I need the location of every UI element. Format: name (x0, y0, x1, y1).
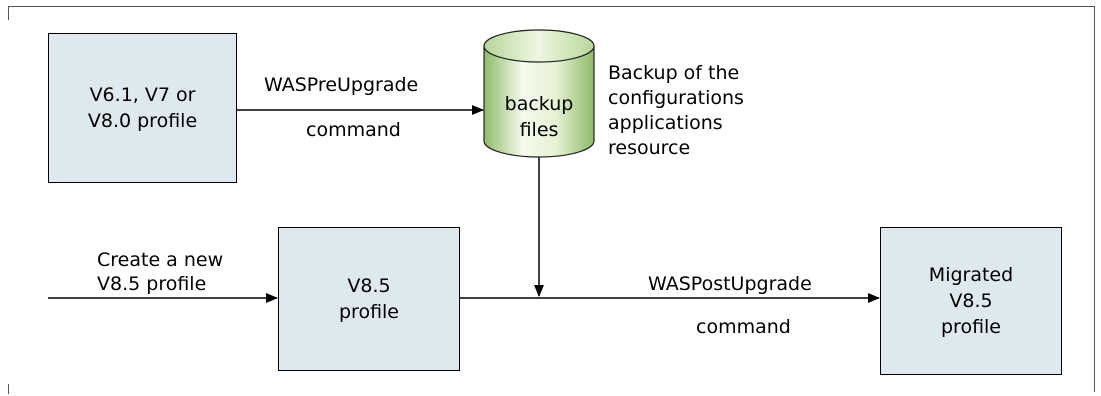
frame-bottom-border (8, 384, 9, 394)
backup-files-cylinder (483, 29, 595, 158)
post-upgrade-command-suffix: command (696, 316, 791, 338)
pre-upgrade-command-name: WASPreUpgrade (264, 74, 419, 96)
migrated-profile-box: Migrated V8.5 profile (880, 227, 1062, 375)
backup-files-label: backup files (504, 93, 574, 141)
frame-right-border (1094, 6, 1095, 392)
source-profile-box: V6.1, V7 or V8.0 profile (48, 33, 237, 183)
pre-upgrade-command-suffix: command (306, 119, 401, 141)
backup-description: Backup of the configurations application… (608, 62, 744, 159)
frame-top-border (8, 6, 1095, 7)
post-upgrade-command-name: WASPostUpgrade (648, 273, 812, 295)
create-new-profile-label: Create a new V8.5 profile (97, 249, 224, 295)
frame-left-border (8, 6, 9, 20)
new-profile-box: V8.5 profile (278, 227, 460, 371)
